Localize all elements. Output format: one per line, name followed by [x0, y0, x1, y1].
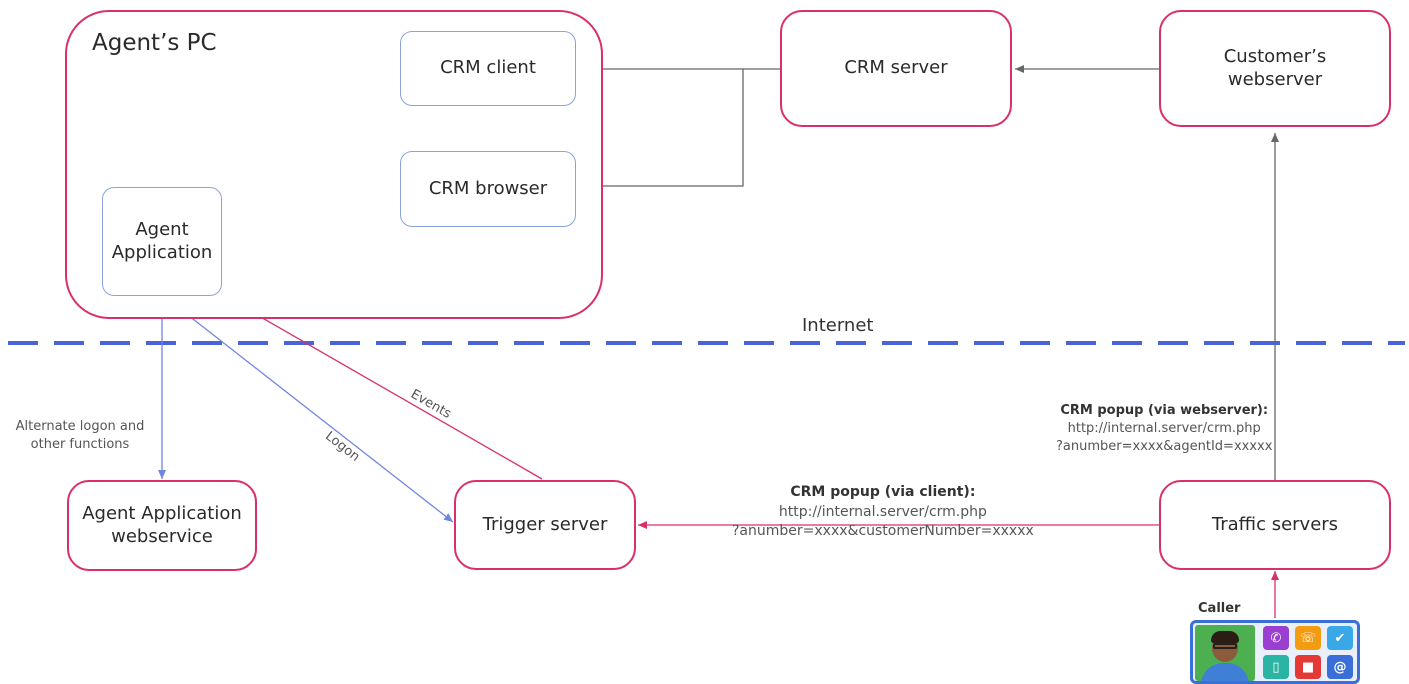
video-icon: ■	[1295, 655, 1321, 679]
agent-app-webservice-box[interactable]: Agent Application webservice	[67, 480, 257, 571]
events-arrow	[218, 292, 543, 480]
agent-application-box[interactable]: Agent Application	[102, 187, 222, 296]
alternate-logon-label: Alternate logon and other functions	[15, 419, 145, 453]
crm-client-box[interactable]: CRM client	[400, 31, 576, 106]
popup-webserver-title: CRM popup (via webserver):	[1060, 403, 1269, 418]
crm-server-box[interactable]: CRM server	[780, 10, 1012, 127]
internet-label: Internet	[802, 315, 874, 336]
logon-link	[165, 297, 454, 523]
popup-client-label: CRM popup (via client): http://internal.…	[732, 483, 1034, 542]
popup-webserver-label: CRM popup (via webserver): http://intern…	[1056, 402, 1272, 457]
crm-server-to-browser-arrow	[580, 69, 744, 190]
trigger-server-box[interactable]: Trigger server	[454, 480, 636, 570]
popup-client-query: ?anumber=xxxx&customerNumber=xxxxx	[732, 523, 1034, 540]
traffic-servers-box[interactable]: Traffic servers	[1159, 480, 1391, 570]
chat-icon: ☏	[1295, 626, 1321, 650]
caller-avatar	[1195, 625, 1255, 681]
twitter-icon: ✔	[1327, 626, 1353, 650]
agents-pc-title: Agent’s PC	[92, 30, 217, 56]
popup-client-title: CRM popup (via client):	[790, 484, 976, 500]
customers-webserver-box[interactable]: Customer’s webserver	[1159, 10, 1391, 127]
crm-browser-box[interactable]: CRM browser	[400, 151, 576, 227]
mobile-icon: ▯	[1263, 655, 1289, 679]
caller-card: ✆ ☏ ✔ ▯ ■ @	[1190, 620, 1360, 684]
email-icon: @	[1327, 655, 1353, 679]
phone-icon: ✆	[1263, 626, 1289, 650]
popup-client-url: http://internal.server/crm.php	[778, 503, 987, 520]
popup-webserver-query: ?anumber=xxxx&agentId=xxxxx	[1056, 439, 1273, 455]
popup-webserver-url: http://internal.server/crm.php	[1067, 421, 1261, 437]
caller-label: Caller	[1198, 601, 1241, 616]
